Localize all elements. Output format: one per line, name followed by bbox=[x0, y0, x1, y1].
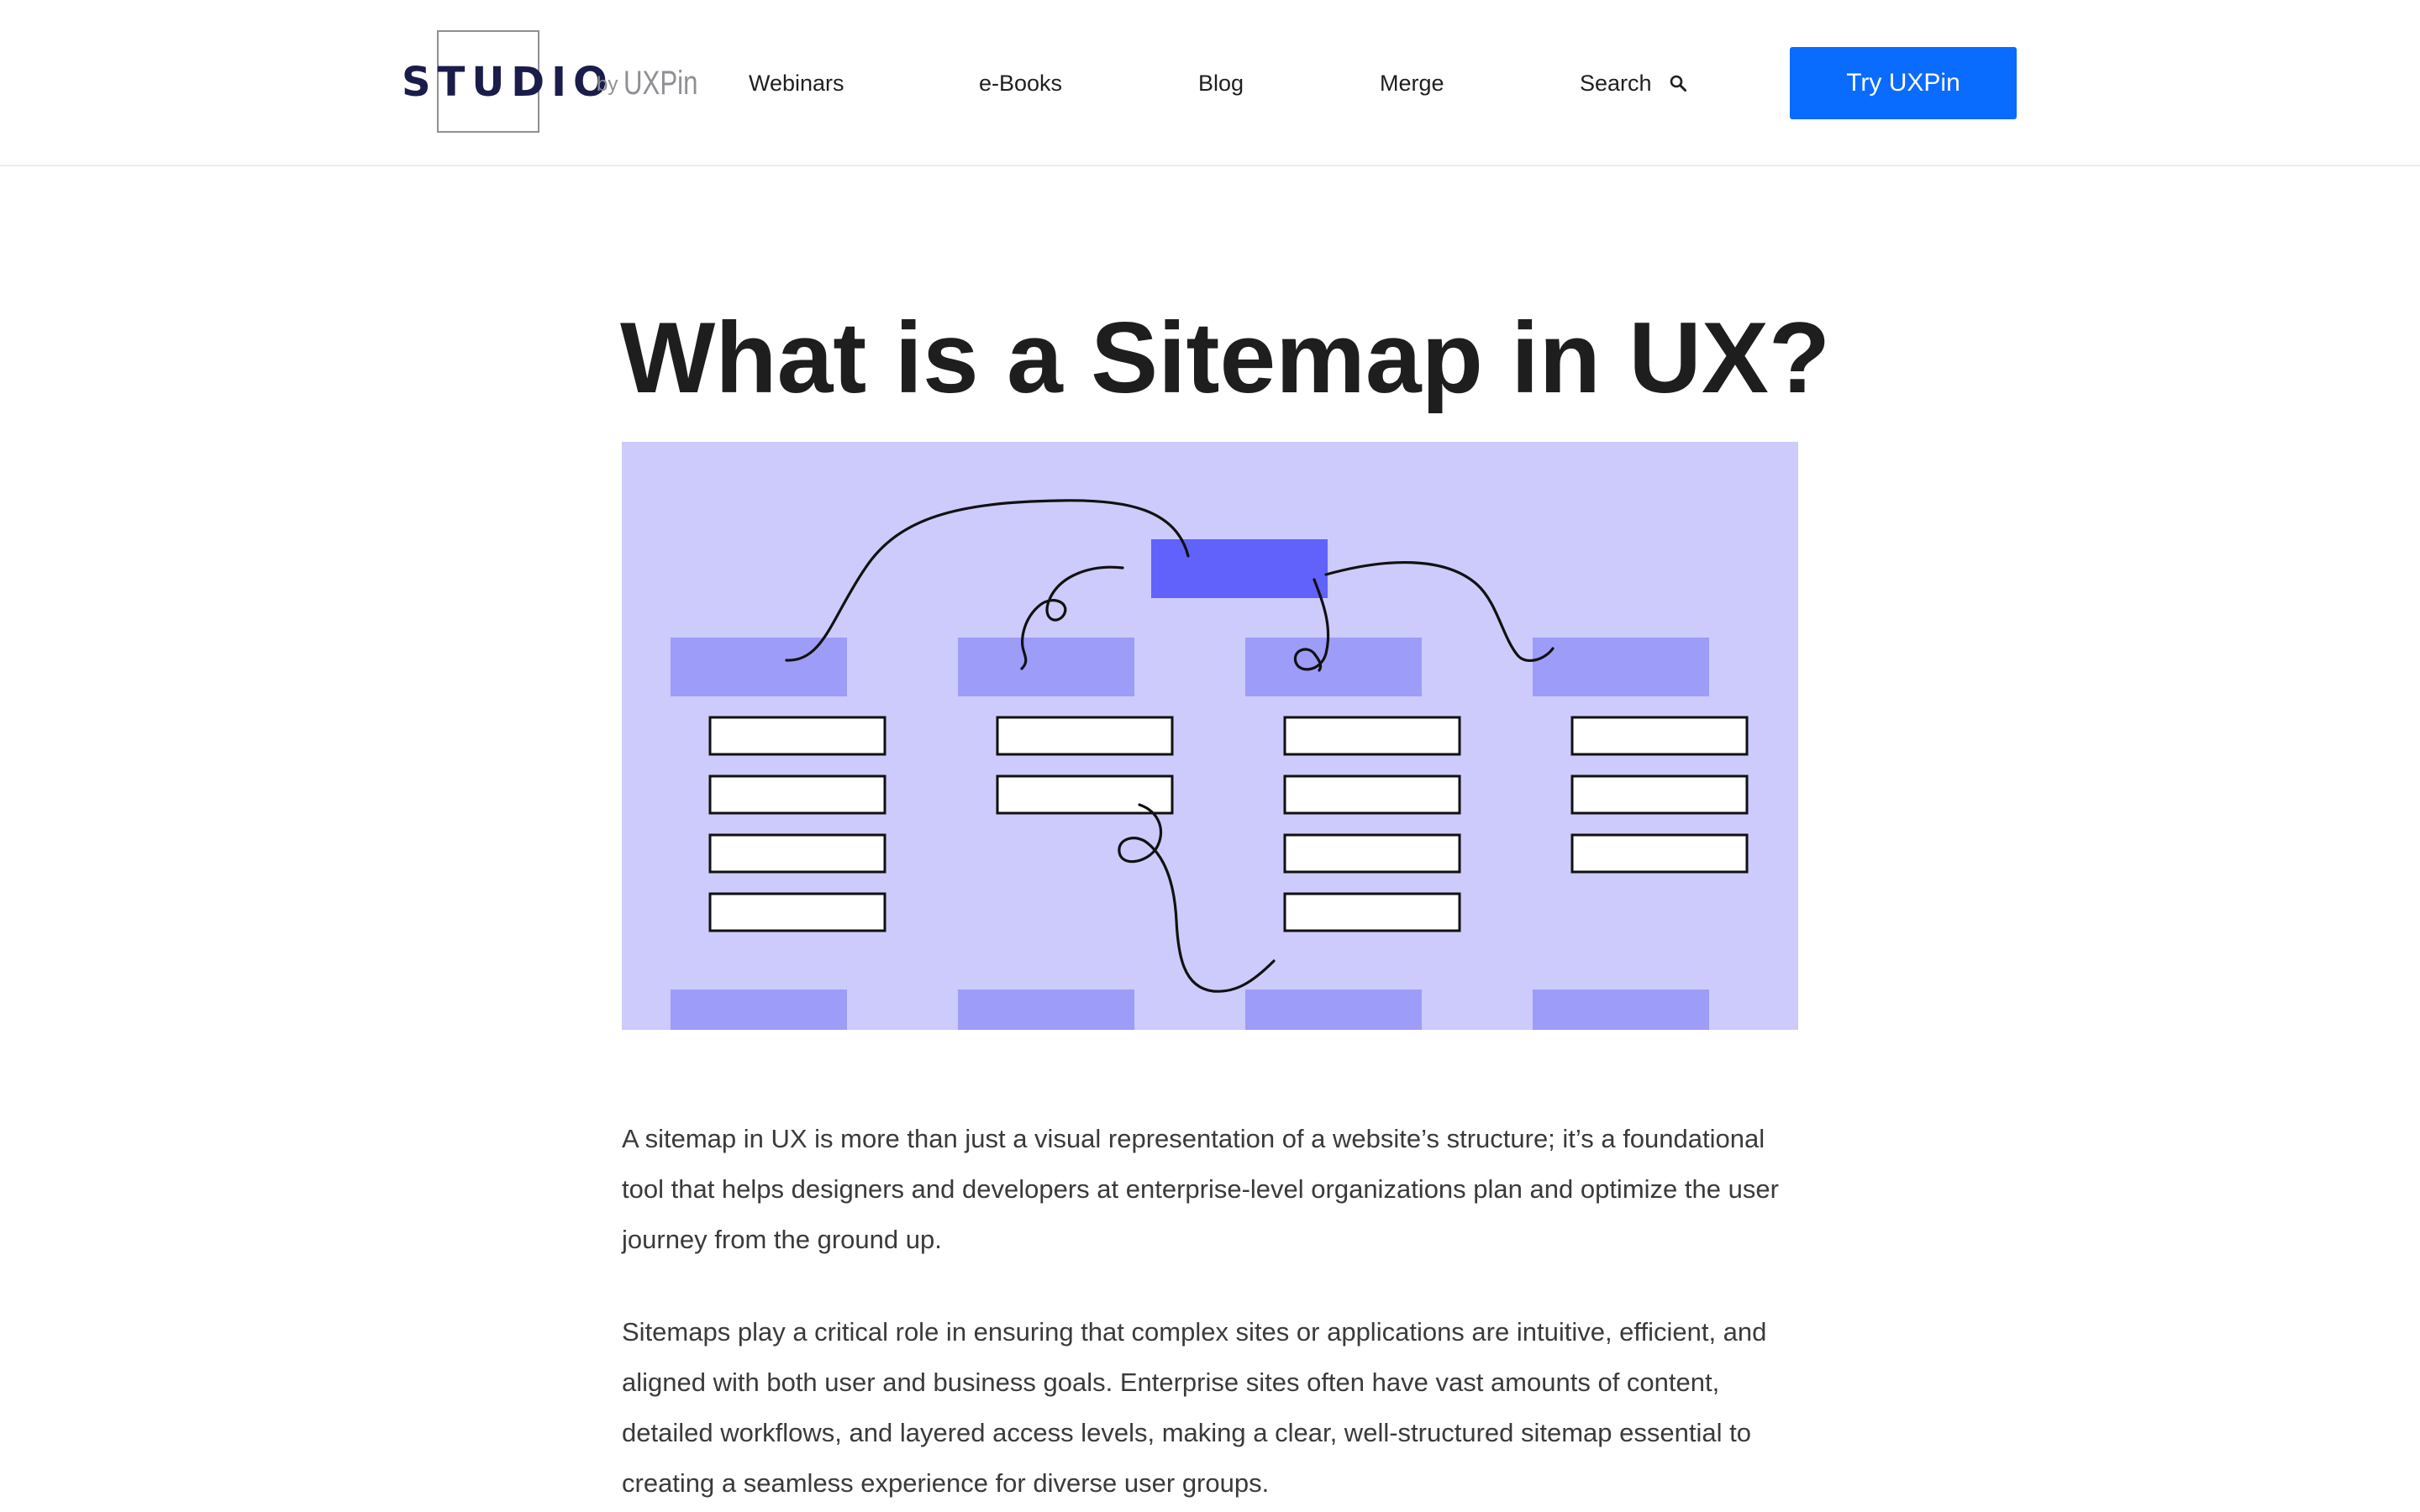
logo-by-text: by bbox=[597, 73, 618, 96]
connector-lines bbox=[785, 499, 1555, 993]
page-node bbox=[1570, 774, 1749, 815]
logo-uxpin-text: UXPin bbox=[623, 65, 698, 102]
connector-line bbox=[1020, 565, 1124, 670]
search-label: Search bbox=[1580, 71, 1652, 96]
page-node bbox=[1283, 892, 1461, 932]
root-node bbox=[1151, 539, 1328, 598]
page-node bbox=[708, 833, 886, 874]
section-node bbox=[671, 638, 847, 696]
page-node bbox=[708, 774, 886, 815]
page-node bbox=[708, 716, 886, 756]
search-icon bbox=[1670, 75, 1686, 92]
studio-logo[interactable]: STUDIO by UXPin bbox=[402, 30, 704, 136]
page-node bbox=[996, 716, 1174, 756]
page-node bbox=[1570, 833, 1749, 874]
connector-line bbox=[1293, 578, 1330, 672]
body-paragraph: Sitemaps play a critical role in ensurin… bbox=[622, 1317, 1767, 1498]
page-node bbox=[1283, 716, 1461, 756]
page-node bbox=[1283, 774, 1461, 815]
nav-link-ebooks[interactable]: e-Books bbox=[979, 71, 1063, 96]
section-node-lower bbox=[1245, 990, 1422, 1030]
sitemap-diagram bbox=[671, 499, 1749, 1030]
section-node-lower bbox=[1533, 990, 1709, 1030]
section-node bbox=[958, 638, 1134, 696]
page-node bbox=[1570, 716, 1749, 756]
search-control[interactable]: Search bbox=[1580, 66, 1687, 100]
site-header: STUDIO by UXPin Webinars e-Books Blog Me… bbox=[0, 0, 2420, 166]
try-uxpin-button[interactable]: Try UXPin bbox=[1790, 47, 2017, 119]
section-node-lower bbox=[671, 990, 847, 1030]
section-node bbox=[1245, 638, 1422, 696]
sitemap-illustration bbox=[622, 442, 1798, 1030]
section-node bbox=[1533, 638, 1709, 696]
logo-studio-text: STUDIO bbox=[402, 59, 614, 106]
section-node-lower bbox=[958, 990, 1134, 1030]
logo-frame bbox=[437, 30, 539, 133]
nav-link-blog[interactable]: Blog bbox=[1198, 71, 1244, 96]
page-title: What is a Sitemap in UX? bbox=[620, 302, 1831, 414]
nav-link-merge[interactable]: Merge bbox=[1380, 71, 1444, 96]
connector-line bbox=[1324, 561, 1555, 663]
body-paragraph: A sitemap in UX is more than just a visu… bbox=[622, 1124, 1779, 1254]
connector-line bbox=[785, 499, 1190, 662]
page-node bbox=[1283, 833, 1461, 874]
page-node bbox=[708, 892, 886, 932]
connector-line bbox=[1118, 803, 1276, 993]
nav-link-webinars[interactable]: Webinars bbox=[749, 71, 844, 96]
